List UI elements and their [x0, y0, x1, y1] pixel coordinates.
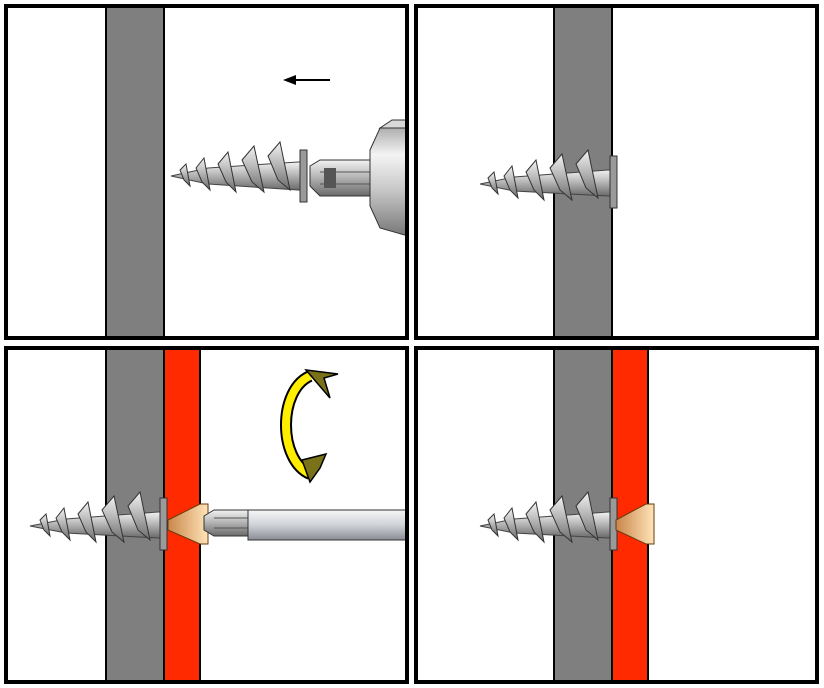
panel-4-canvas	[479, 350, 655, 680]
panel-2-canvas	[479, 8, 618, 336]
screw-head	[167, 503, 209, 545]
drill-chuck	[369, 119, 405, 236]
screw-head	[615, 503, 655, 545]
panel-step-3	[4, 346, 409, 684]
driver-bit	[309, 159, 371, 197]
screw-anchor	[479, 148, 618, 209]
panel-3-canvas	[29, 350, 405, 680]
rotation-arrow-icon	[280, 369, 339, 484]
screw-anchor	[479, 490, 618, 551]
screw-anchor	[170, 140, 308, 203]
panel-step-2	[414, 4, 819, 340]
screwdriver	[203, 509, 405, 541]
panel-1-canvas	[105, 8, 405, 336]
drywall-layer	[105, 8, 165, 336]
panel-step-4	[414, 346, 819, 684]
direction-arrow-icon	[283, 75, 330, 85]
panel-step-1	[4, 4, 409, 340]
screw-anchor	[29, 490, 168, 551]
